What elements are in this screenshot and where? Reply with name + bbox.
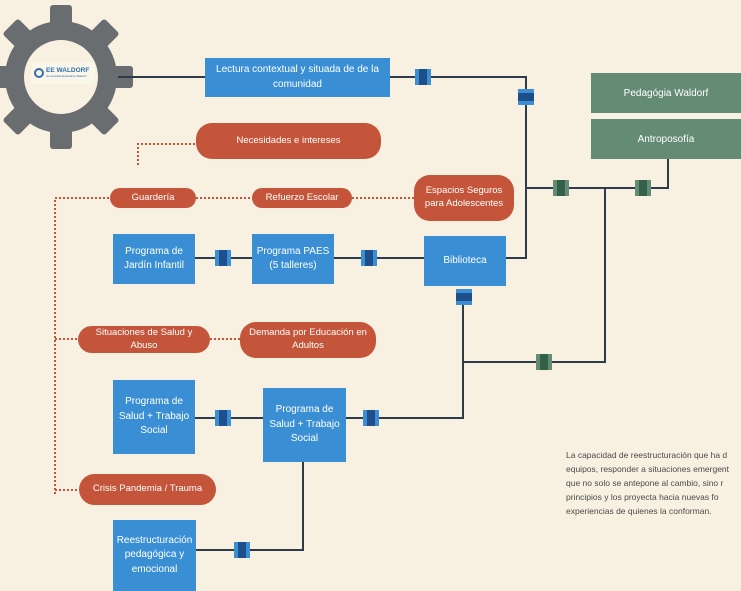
pill-refuerzo: Refuerzo Escolar: [252, 188, 352, 208]
logo-text: EE WALDORF: [46, 66, 90, 74]
connector-icon: [518, 89, 534, 105]
box-reestructuracion: Reestructuración pedagógica y emocional: [113, 520, 196, 591]
logo: EE WALDORF Comunidad Educativa Waldorf: [31, 62, 95, 84]
pill-crisis: Crisis Pandemia / Trauma: [79, 474, 216, 505]
green-waldorf: Pedagógia Waldorf: [591, 73, 741, 113]
paragraph-line: La capacidad de reestructuración que ha …: [566, 450, 728, 460]
line-salud-up: [346, 362, 464, 419]
paragraph-line: que no solo se antepone al cambio, sino …: [566, 478, 724, 489]
connector-icon: [553, 180, 569, 196]
paragraph-line: equipos, responder a situaciones emergen…: [566, 464, 730, 475]
pill-necesidades: Necesidades e intereses: [196, 123, 381, 159]
box-salud-left: Programa de Salud + Trabajo Social: [113, 380, 195, 454]
line-main-connector: [462, 187, 606, 363]
paragraph-line: experiencias de quienes la conforman.: [566, 506, 712, 517]
green-antroposofia: Antroposofía: [591, 119, 741, 159]
connector-icon: [415, 69, 431, 85]
connector-icon: [361, 250, 377, 266]
connector-icon: [635, 180, 651, 196]
connectors: [215, 69, 534, 558]
box-paes: Programa PAES (5 talleres): [252, 234, 334, 284]
connector-icon: [215, 250, 231, 266]
connector-icon: [215, 410, 231, 426]
box-salud-center: Programa de Salud + Trabajo Social: [263, 388, 346, 462]
logo-subtitle: Comunidad Educativa Waldorf: [46, 74, 87, 79]
box-lectura: Lectura contextual y situada de de la co…: [205, 58, 390, 97]
pill-demanda: Demanda por Educación en Adultos: [240, 322, 376, 358]
pill-espacios: Espacios Seguros para Adolescentes: [414, 175, 514, 221]
dotted-necesidades: [137, 143, 196, 165]
dotted-lines: [54, 143, 414, 494]
connector-icon: [536, 354, 552, 370]
logo-icon: [34, 68, 44, 78]
line-lectura-to-biblioteca: [390, 76, 527, 259]
green-connectors: [536, 180, 651, 370]
connector-icon: [234, 542, 250, 558]
line-reestructuracion-up: [196, 460, 304, 551]
pill-guarderia: Guardería: [110, 188, 196, 208]
pill-situaciones: Situaciones de Salud y Abuso: [78, 326, 210, 353]
flow-lines: [118, 76, 669, 551]
line-to-antroposofia: [605, 158, 669, 189]
box-jardin: Programa de Jardín Infantil: [113, 234, 195, 284]
connector-icon: [363, 410, 379, 426]
box-biblioteca: Biblioteca: [424, 236, 506, 286]
description-paragraph: La capacidad de reestructuración que ha …: [566, 448, 741, 518]
connector-icon: [456, 289, 472, 305]
dotted-left-spine: [54, 197, 110, 494]
paragraph-line: principios y los proyecta hacia nuevas f…: [566, 492, 719, 503]
